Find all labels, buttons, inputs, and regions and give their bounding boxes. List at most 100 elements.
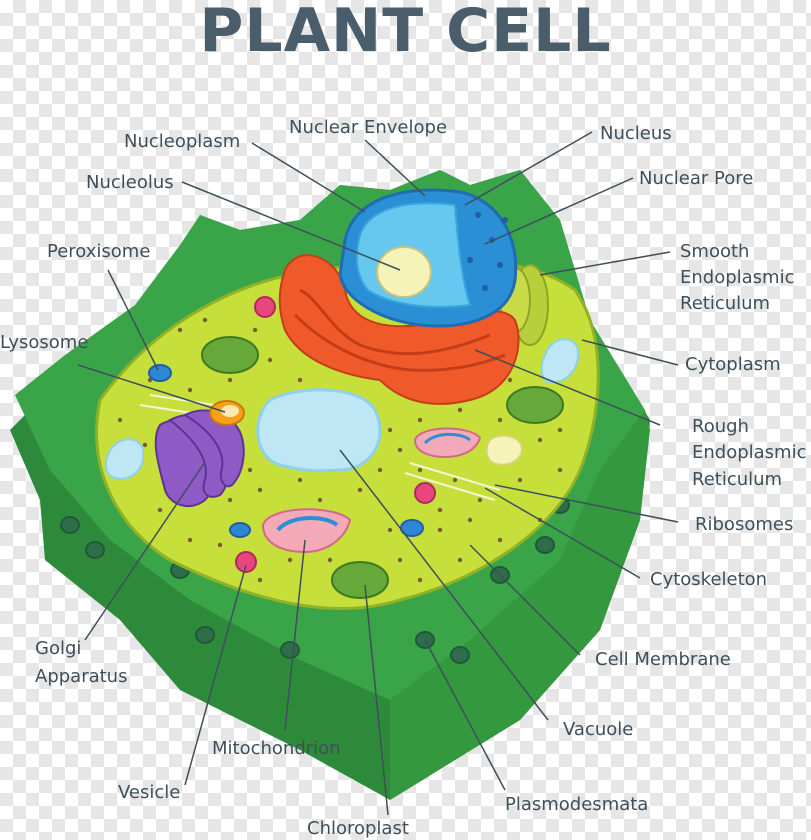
label-golgi-line1: Golgi — [35, 638, 81, 659]
leader-cytoplasm — [581, 339, 679, 366]
small-vacuole — [540, 338, 580, 384]
ribosome-dot — [377, 467, 383, 473]
ribosome-dot — [317, 497, 323, 503]
leader-nucleolus — [181, 181, 401, 271]
nuclear-pore-dot — [497, 262, 503, 268]
mitochondria — [261, 427, 482, 554]
nuclear-pore-dot — [467, 257, 473, 263]
ribosome-dot — [417, 417, 423, 423]
ribosome-dot — [357, 487, 363, 493]
rough-er-fold — [299, 288, 491, 356]
label-vacuole: Vacuole — [563, 719, 633, 740]
ribosome-dot — [297, 377, 303, 383]
vesicle-shape — [254, 296, 276, 318]
leader-cell-membrane — [469, 544, 581, 656]
ribosome-dot — [387, 527, 393, 533]
ribosome-dot — [387, 427, 393, 433]
leader-rough-er — [474, 349, 661, 426]
ribosome-dots — [117, 297, 563, 583]
leader-lines — [77, 131, 679, 816]
label-golgi-line2: Apparatus — [35, 666, 127, 687]
plasmodesma — [60, 516, 80, 534]
ribosome-dot — [477, 497, 483, 503]
ribosome-dot — [437, 527, 443, 533]
ribosome-dot — [452, 477, 458, 483]
lysosome-shape — [209, 400, 245, 426]
leader-cytoskeleton — [484, 487, 641, 579]
cytoskeleton-filament — [409, 462, 501, 491]
ribosome-dot — [157, 507, 163, 513]
plasmodesma — [85, 541, 105, 559]
ribosome-dot — [257, 577, 263, 583]
chloroplast-shape — [331, 561, 389, 599]
ribosome-dot — [247, 467, 253, 473]
label-rough-er-line2: Endoplasmic — [692, 442, 807, 463]
chloroplast-shape — [201, 336, 259, 374]
ribosome-dot — [117, 417, 123, 423]
leader-nucleus — [464, 131, 593, 206]
cytoskeleton-filament — [404, 472, 496, 501]
vesicle-shape — [235, 551, 257, 573]
label-peroxisome: Peroxisome — [47, 241, 150, 262]
ribosome-dot — [257, 487, 263, 493]
ribosome-dot — [557, 427, 563, 433]
label-cytoplasm: Cytoplasm — [685, 354, 781, 375]
nuclear-pore-dot — [482, 285, 488, 291]
ribosome-dot — [537, 437, 543, 443]
label-smooth-er-line2: Endoplasmic — [680, 267, 795, 288]
plasmodesma — [280, 641, 300, 659]
label-mitochondrion: Mitochondrion — [212, 738, 341, 759]
diagram-title: PLANT CELL — [199, 0, 612, 66]
leader-plasmodesmata — [424, 639, 506, 791]
label-lysosome: Lysosome — [0, 332, 88, 353]
ribosome-dot — [217, 542, 223, 548]
chloroplast-group — [201, 336, 564, 599]
peroxisome-shape — [148, 364, 172, 382]
ribosome-dot — [497, 417, 503, 423]
leader-nuclear-envelope — [364, 139, 426, 197]
leader-smooth-er — [539, 251, 671, 276]
lysosome-core — [221, 405, 239, 417]
ribosome-dot — [187, 537, 193, 543]
leader-vacuole — [339, 449, 549, 721]
ribosome-dot — [417, 577, 423, 583]
ribosome-dot — [437, 507, 443, 513]
ribosome-dot — [187, 387, 193, 393]
label-chloroplast: Chloroplast — [307, 818, 409, 839]
ribosome-dot — [557, 467, 563, 473]
golgi-apparatus — [154, 409, 245, 508]
vesicle-shape — [414, 482, 436, 504]
label-cell-membrane: Cell Membrane — [595, 649, 731, 670]
nuclear-pore-dot — [475, 212, 481, 218]
label-ribosomes: Ribosomes — [695, 514, 793, 535]
cell-wall-side — [390, 410, 650, 800]
cytoskeleton-filament — [149, 394, 216, 406]
ribosome-dot — [202, 317, 208, 323]
labels: Nucleoplasm Nuclear Envelope Nucleus Nuc… — [0, 117, 807, 839]
small-vacuole — [104, 438, 145, 480]
plasmodesma — [195, 626, 215, 644]
plasmodesma — [450, 646, 470, 664]
label-smooth-er-line3: Reticulum — [680, 293, 770, 314]
nuclear-pores — [467, 212, 508, 291]
ribosome-dot — [397, 557, 403, 563]
leader-ribosomes — [494, 484, 679, 523]
vacuole — [256, 388, 382, 473]
ribosome-dot — [417, 467, 423, 473]
ribosome-dot — [142, 442, 148, 448]
label-nucleoplasm: Nucleoplasm — [124, 131, 240, 152]
ribosome-dot — [252, 327, 258, 333]
label-plasmodesmata: Plasmodesmata — [505, 794, 648, 815]
mitochondrion-inner — [423, 432, 471, 445]
chloroplast-shape — [506, 386, 564, 424]
label-rough-er-line3: Reticulum — [692, 469, 782, 490]
ribosome-dot — [507, 377, 513, 383]
ribosome-dot — [227, 377, 233, 383]
leader-golgi — [84, 461, 206, 641]
plasmodesma — [535, 536, 555, 554]
label-nucleolus: Nucleolus — [86, 172, 174, 193]
rough-er-fold — [293, 313, 506, 372]
leader-lysosome — [77, 364, 226, 413]
nucleolus-shape — [376, 246, 432, 298]
